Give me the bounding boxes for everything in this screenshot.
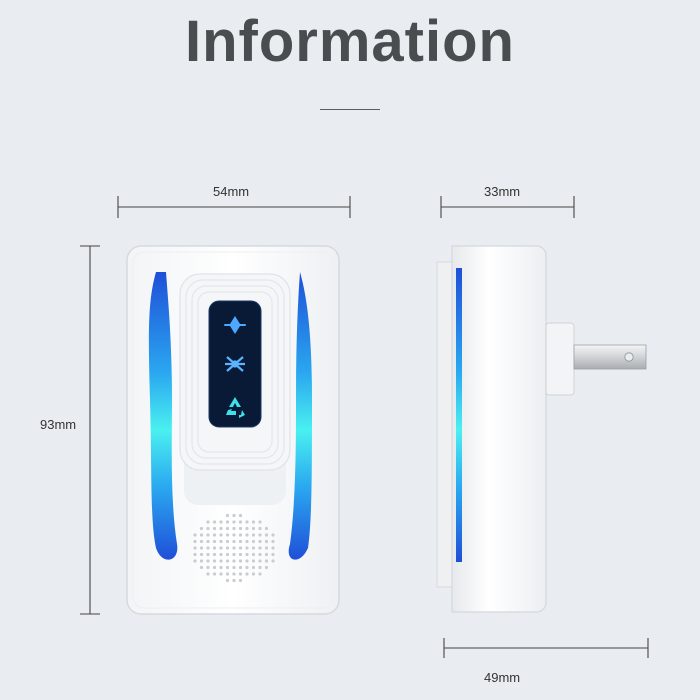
left-led-strip: [148, 272, 178, 560]
fan-icon: [224, 316, 246, 334]
front-height-label: 93mm: [40, 417, 77, 432]
page-title: Information: [185, 9, 515, 74]
device-side-view: [436, 245, 647, 613]
right-led-strip: [288, 272, 312, 560]
front-width-label: 54mm: [213, 184, 250, 199]
side-depth-label: 33mm: [484, 184, 521, 199]
device-front-view: [126, 245, 340, 615]
mosquito-icon: [225, 356, 245, 372]
plug-prong: [573, 344, 647, 370]
side-led-strip: [456, 268, 462, 562]
speaker-grille: [193, 513, 275, 583]
recycle-icon: [226, 397, 245, 418]
title-underline: [320, 109, 380, 110]
side-total-depth-label: 49mm: [484, 670, 521, 685]
